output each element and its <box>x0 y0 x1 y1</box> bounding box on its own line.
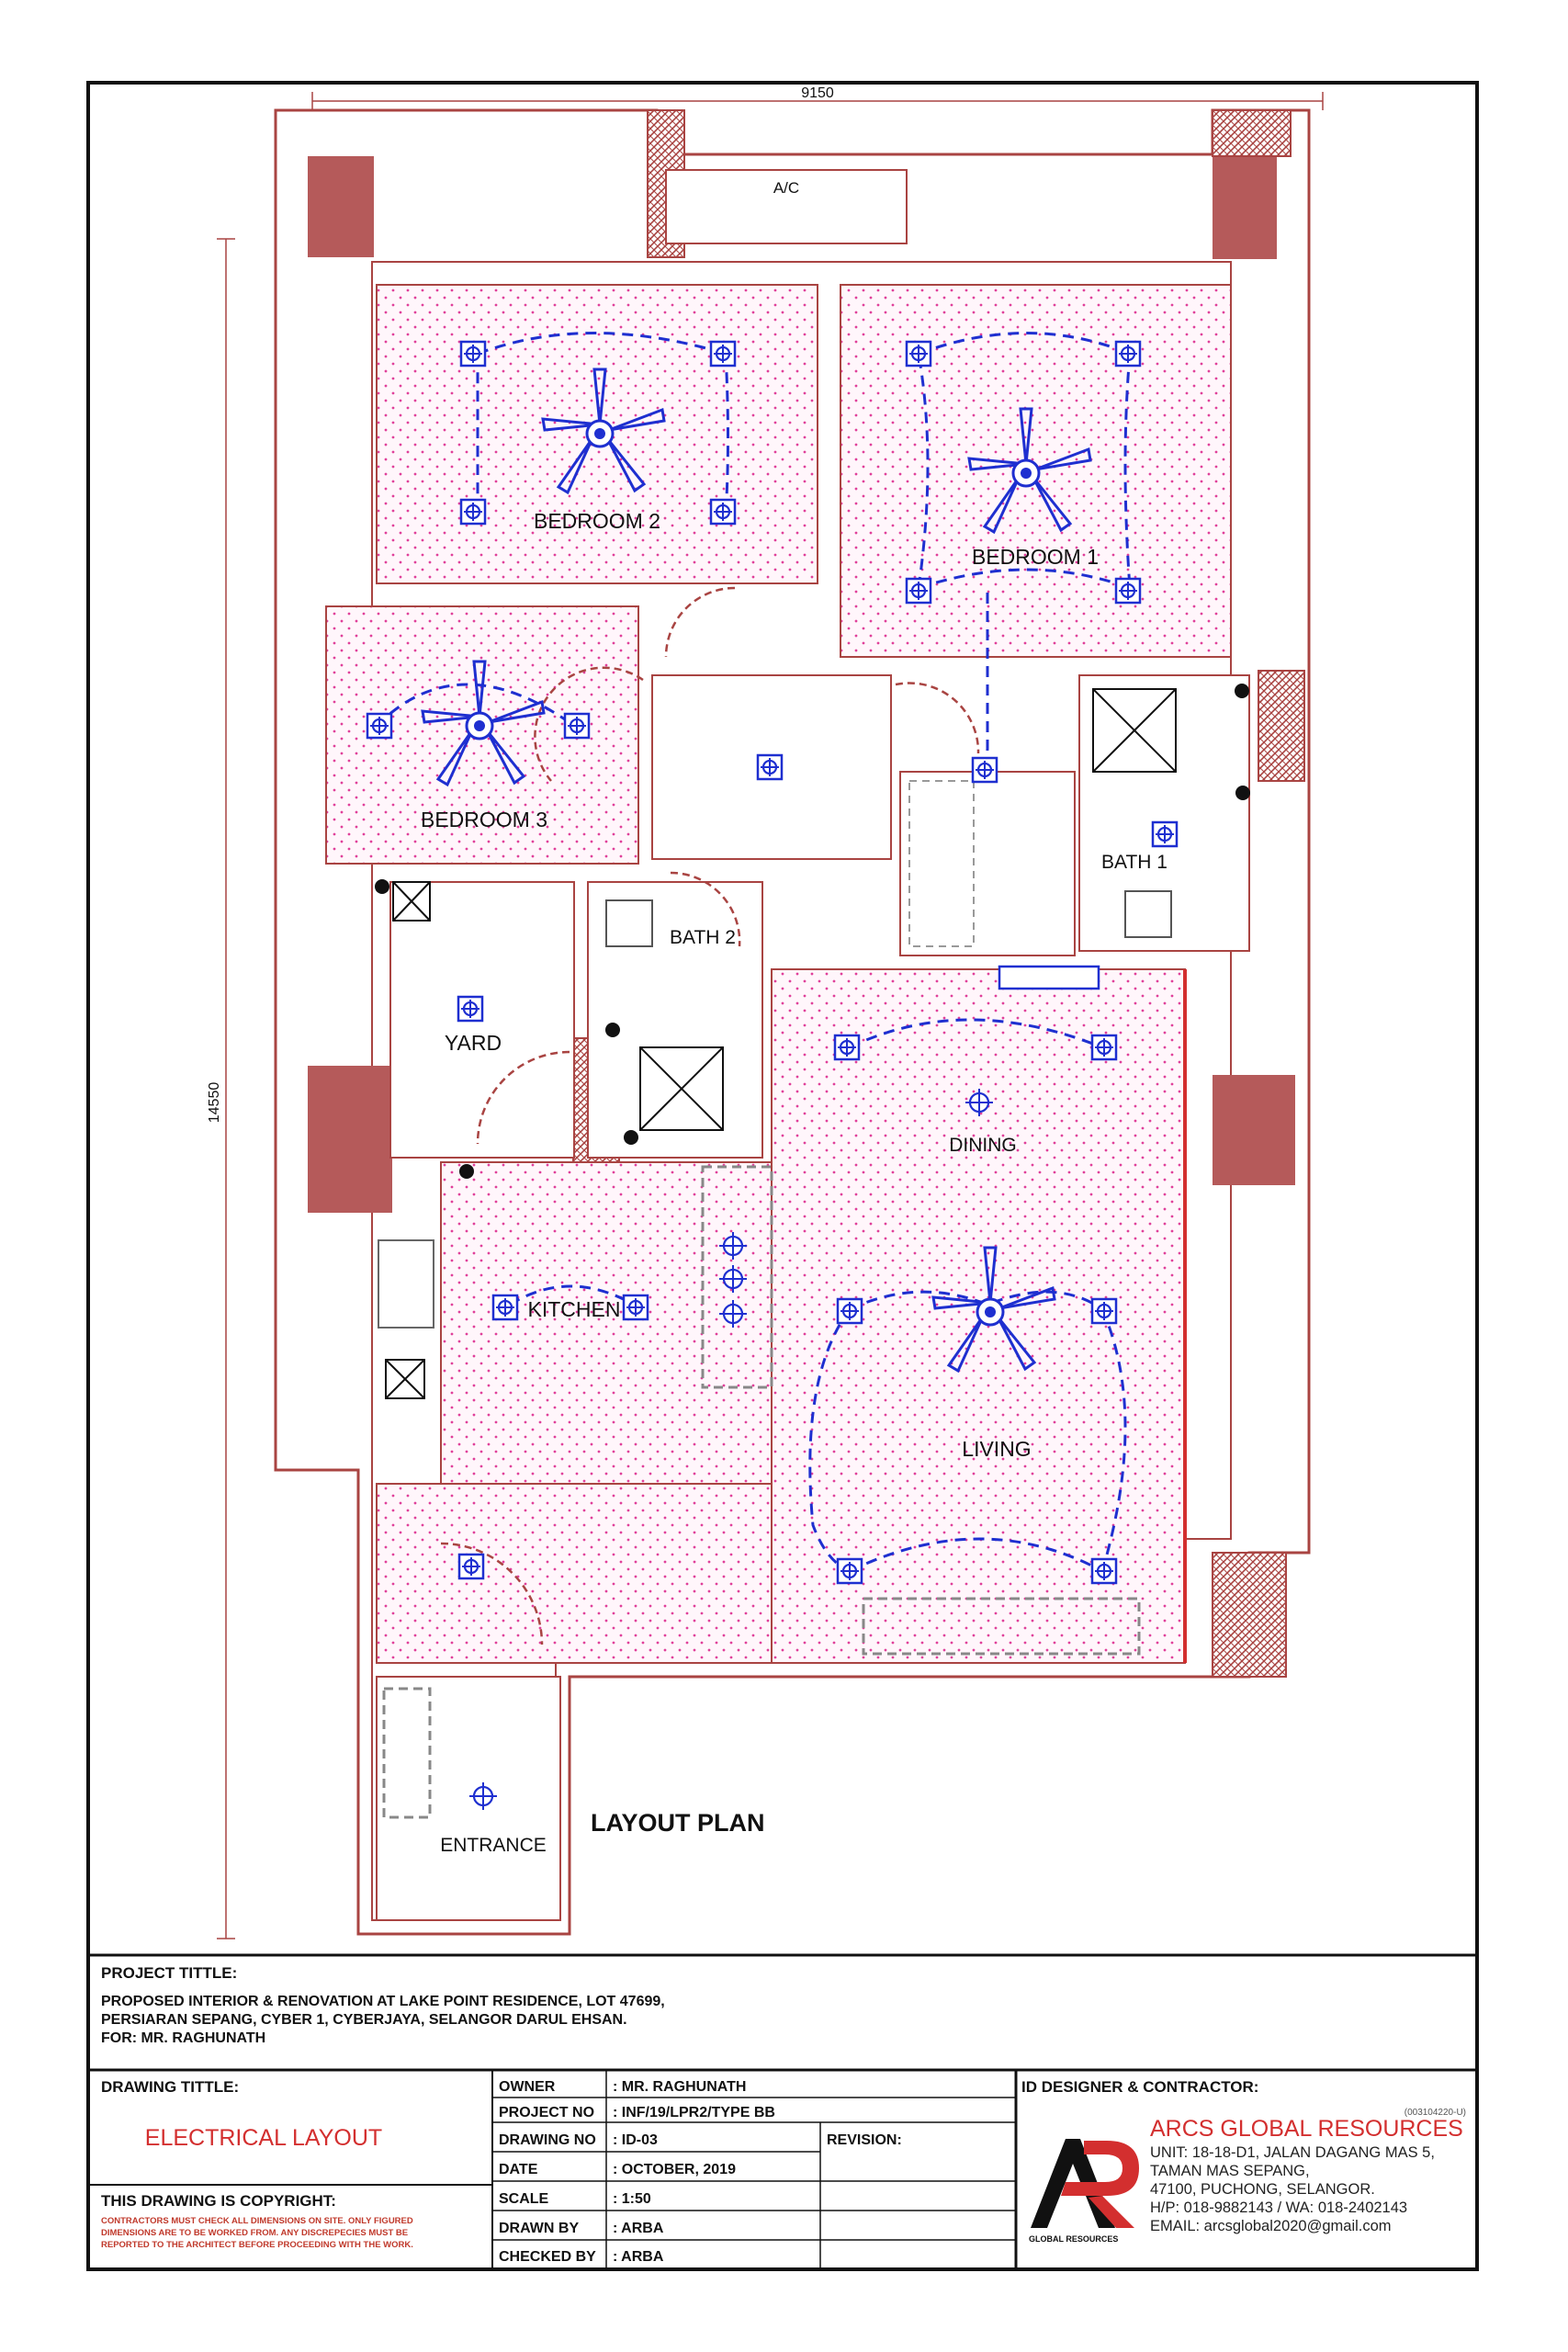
company-email: EMAIL: arcsglobal2020@gmail.com <box>1150 2218 1392 2234</box>
entrance-area <box>376 1676 561 1921</box>
copyright-note-3: REPORTED TO THE ARCHITECT BEFORE PROCEED… <box>101 2240 413 2250</box>
copyright-label: THIS DRAWING IS COPYRIGHT: <box>101 2192 336 2210</box>
room-label-entrance: ENTRANCE <box>440 1835 547 1856</box>
copyright-note-1: CONTRACTORS MUST CHECK ALL DIMENSIONS ON… <box>101 2216 413 2226</box>
sheet-outer-border <box>86 81 1479 2271</box>
logo-caption: GLOBAL RESOURCES <box>1029 2234 1118 2244</box>
room-label-bedroom-3: BEDROOM 3 <box>421 808 547 831</box>
structural-column <box>1213 1075 1295 1185</box>
project-line-3: FOR: MR. RAGHUNATH <box>101 2030 265 2046</box>
field-owner-label: OWNER <box>499 2079 556 2095</box>
project-line-1: PROPOSED INTERIOR & RENOVATION AT LAKE P… <box>101 1994 665 2009</box>
company-address-1: UNIT: 18-18-D1, JALAN DAGANG MAS 5, <box>1150 2144 1435 2161</box>
field-drawn-by-value: : ARBA <box>613 2221 664 2236</box>
drawing-title-label: DRAWING TITTLE: <box>101 2078 239 2096</box>
company-logo: GLOBAL RESOURCES <box>1029 2139 1139 2244</box>
field-scale-label: SCALE <box>499 2191 549 2207</box>
field-date-value: : OCTOBER, 2019 <box>613 2162 736 2177</box>
project-title-label: PROJECT TITTLE: <box>101 1964 237 1982</box>
dimension-height: 14550 <box>207 1082 222 1124</box>
kitchen-area <box>440 1161 773 1485</box>
company-reg-no: (003104220-U) <box>1404 2108 1466 2118</box>
ac-ledge <box>665 169 908 244</box>
field-project-no-label: PROJECT NO <box>499 2105 594 2120</box>
structural-column <box>1213 156 1277 259</box>
room-label-dining: DINING <box>949 1135 1017 1156</box>
dimension-width: 9150 <box>801 85 834 101</box>
room-label-yard: YARD <box>445 1031 502 1055</box>
room-label-bath-1: BATH 1 <box>1101 852 1168 873</box>
wardrobe-area <box>899 771 1076 956</box>
field-checked-by-value: : ARBA <box>613 2249 664 2265</box>
company-address-3: 47100, PUCHONG, SELANGOR. <box>1150 2181 1375 2198</box>
company-name: ARCS GLOBAL RESOURCES <box>1150 2116 1463 2142</box>
copyright-note-2: DIMENSIONS ARE TO BE WORKED FROM. ANY DI… <box>101 2228 408 2238</box>
drawing-title: ELECTRICAL LAYOUT <box>145 2125 382 2151</box>
entry-corridor-area <box>376 1483 773 1664</box>
revision-label: REVISION: <box>827 2132 902 2148</box>
room-label-bedroom-1: BEDROOM 1 <box>972 545 1099 569</box>
field-drawing-no-value: : ID-03 <box>613 2132 658 2148</box>
field-owner-value: : MR. RAGHUNATH <box>613 2079 746 2095</box>
field-checked-by-label: CHECKED BY <box>499 2249 596 2265</box>
room-label-kitchen: KITCHEN <box>528 1297 621 1321</box>
field-scale-value: : 1:50 <box>613 2191 651 2207</box>
structural-column <box>308 156 374 257</box>
room-label-bath-2: BATH 2 <box>670 927 736 948</box>
company-phone: H/P: 018-9882143 / WA: 018-2402143 <box>1150 2199 1407 2216</box>
company-address-2: TAMAN MAS SEPANG, <box>1150 2163 1310 2179</box>
room-label-living: LIVING <box>962 1437 1031 1461</box>
field-drawn-by-label: DRAWN BY <box>499 2221 579 2236</box>
floor-plan: 9150 14550 A/C <box>207 85 1324 1939</box>
layout-plan-title: LAYOUT PLAN <box>591 1809 765 1837</box>
aircon-unit <box>998 965 1100 990</box>
field-drawing-no-label: DRAWING NO <box>499 2132 596 2148</box>
field-date-label: DATE <box>499 2162 538 2177</box>
designer-contractor-label: ID DESIGNER & CONTRACTOR: <box>1021 2078 1258 2096</box>
project-line-2: PERSIARAN SEPANG, CYBER 1, CYBERJAYA, SE… <box>101 2012 627 2028</box>
field-project-no-value: : INF/19/LPR2/TYPE BB <box>613 2105 775 2120</box>
structural-column <box>308 1066 392 1213</box>
title-block: PROJECT TITTLE: PROPOSED INTERIOR & RENO… <box>88 1964 1466 2269</box>
room-label-bedroom-2: BEDROOM 2 <box>534 509 660 533</box>
ac-label: A/C <box>773 179 799 197</box>
